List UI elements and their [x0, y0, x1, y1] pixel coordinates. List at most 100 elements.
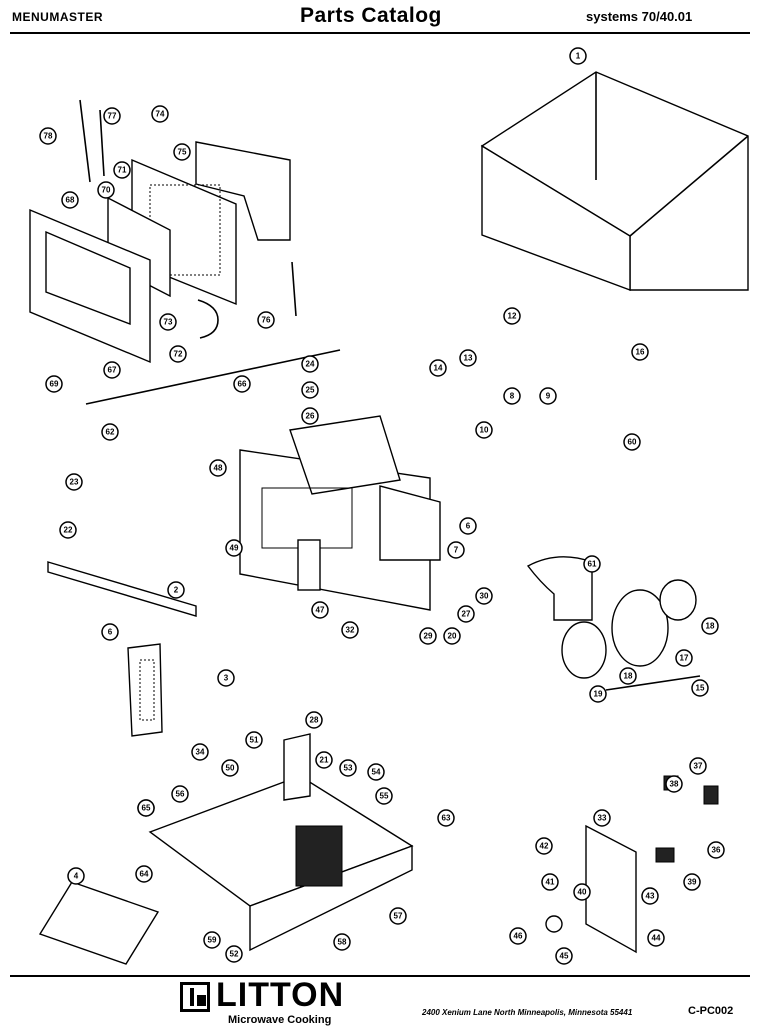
svg-text:53: 53	[344, 764, 353, 773]
outer-cabinet-drawing	[480, 71, 749, 292]
svg-text:1: 1	[576, 52, 581, 61]
svg-text:39: 39	[688, 878, 697, 887]
callout-36: 36	[707, 841, 725, 859]
svg-text:16: 16	[636, 348, 645, 357]
svg-text:42: 42	[540, 842, 549, 851]
svg-text:54: 54	[372, 768, 381, 777]
svg-text:67: 67	[108, 366, 117, 375]
callout-8: 8	[503, 387, 521, 405]
svg-text:29: 29	[424, 632, 433, 641]
callout-25: 25	[301, 381, 319, 399]
svg-text:64: 64	[140, 870, 149, 879]
footer-rule	[10, 975, 750, 977]
litton-logo-icon	[180, 982, 210, 1012]
callout-15: 15	[691, 679, 709, 697]
callout-12: 12	[503, 307, 521, 325]
svg-text:56: 56	[176, 790, 185, 799]
svg-text:62: 62	[106, 428, 115, 437]
svg-text:40: 40	[578, 888, 587, 897]
callout-4: 4	[67, 867, 85, 885]
svg-text:38: 38	[670, 780, 679, 789]
svg-text:27: 27	[462, 610, 471, 619]
callout-40: 40	[573, 883, 591, 901]
part-callouts: 1 2 3 4 6 6 7 8 9 10 12 13 14 15 16 17 1…	[39, 47, 725, 965]
callout-75: 75	[173, 143, 191, 161]
oven-cavity-drawing	[239, 415, 441, 611]
svg-text:8: 8	[510, 392, 515, 401]
svg-text:23: 23	[70, 478, 79, 487]
callout-42: 42	[535, 837, 553, 855]
callout-57: 57	[389, 907, 407, 925]
callout-17: 17	[675, 649, 693, 667]
callout-68: 68	[61, 191, 79, 209]
svg-text:75: 75	[178, 148, 187, 157]
svg-text:19: 19	[594, 690, 603, 699]
svg-text:6: 6	[108, 628, 113, 637]
svg-text:61: 61	[588, 560, 597, 569]
brand-label: MENUMASTER	[12, 10, 103, 24]
svg-text:55: 55	[380, 792, 389, 801]
callout-10: 10	[475, 421, 493, 439]
svg-text:13: 13	[464, 354, 473, 363]
svg-text:24: 24	[306, 360, 315, 369]
callout-71: 71	[113, 161, 131, 179]
header-rule	[10, 32, 750, 34]
svg-text:43: 43	[646, 892, 655, 901]
svg-text:17: 17	[680, 654, 689, 663]
callout-66: 66	[233, 375, 251, 393]
svg-text:18: 18	[706, 622, 715, 631]
callout-6b: 6	[459, 517, 477, 535]
callout-63: 63	[437, 809, 455, 827]
callout-47: 47	[311, 601, 329, 619]
svg-text:52: 52	[230, 950, 239, 959]
callout-53: 53	[339, 759, 357, 777]
callout-24: 24	[301, 355, 319, 373]
callout-65: 65	[137, 799, 155, 817]
svg-text:57: 57	[394, 912, 403, 921]
callout-33: 33	[593, 809, 611, 827]
svg-text:51: 51	[250, 736, 259, 745]
svg-text:74: 74	[156, 110, 165, 119]
svg-text:78: 78	[44, 132, 53, 141]
callout-22: 22	[59, 521, 77, 539]
svg-text:66: 66	[238, 380, 247, 389]
callout-18a: 18	[701, 617, 719, 635]
svg-text:22: 22	[64, 526, 73, 535]
svg-text:47: 47	[316, 606, 325, 615]
svg-text:68: 68	[66, 196, 75, 205]
svg-text:48: 48	[214, 464, 223, 473]
callout-52: 52	[225, 945, 243, 963]
callout-55: 55	[375, 787, 393, 805]
svg-text:26: 26	[306, 412, 315, 421]
svg-text:25: 25	[306, 386, 315, 395]
svg-text:49: 49	[230, 544, 239, 553]
callout-39: 39	[683, 873, 701, 891]
callout-73: 73	[159, 313, 177, 331]
svg-text:18: 18	[624, 672, 633, 681]
blower-drawing	[526, 556, 701, 691]
svg-text:59: 59	[208, 936, 217, 945]
callout-46: 46	[509, 927, 527, 945]
svg-text:21: 21	[320, 756, 329, 765]
callout-59: 59	[203, 931, 221, 949]
callout-58: 58	[333, 933, 351, 951]
callout-21: 21	[315, 751, 333, 769]
callout-9: 9	[539, 387, 557, 405]
svg-text:32: 32	[346, 626, 355, 635]
callout-45: 45	[555, 947, 573, 965]
svg-text:28: 28	[310, 716, 319, 725]
callout-18b: 18	[619, 667, 637, 685]
callout-78: 78	[39, 127, 57, 145]
callout-28: 28	[305, 711, 323, 729]
svg-text:7: 7	[454, 546, 459, 555]
callout-62: 62	[101, 423, 119, 441]
callout-69: 69	[45, 375, 63, 393]
litton-logo: LITTON Microwave Cooking	[180, 976, 370, 1026]
callout-20: 20	[443, 627, 461, 645]
footer-address: 2400 Xenium Lane North Minneapolis, Minn…	[422, 1008, 633, 1017]
svg-text:76: 76	[262, 316, 271, 325]
svg-text:30: 30	[480, 592, 489, 601]
svg-text:34: 34	[196, 748, 205, 757]
callout-14: 14	[429, 359, 447, 377]
callout-43: 43	[641, 887, 659, 905]
